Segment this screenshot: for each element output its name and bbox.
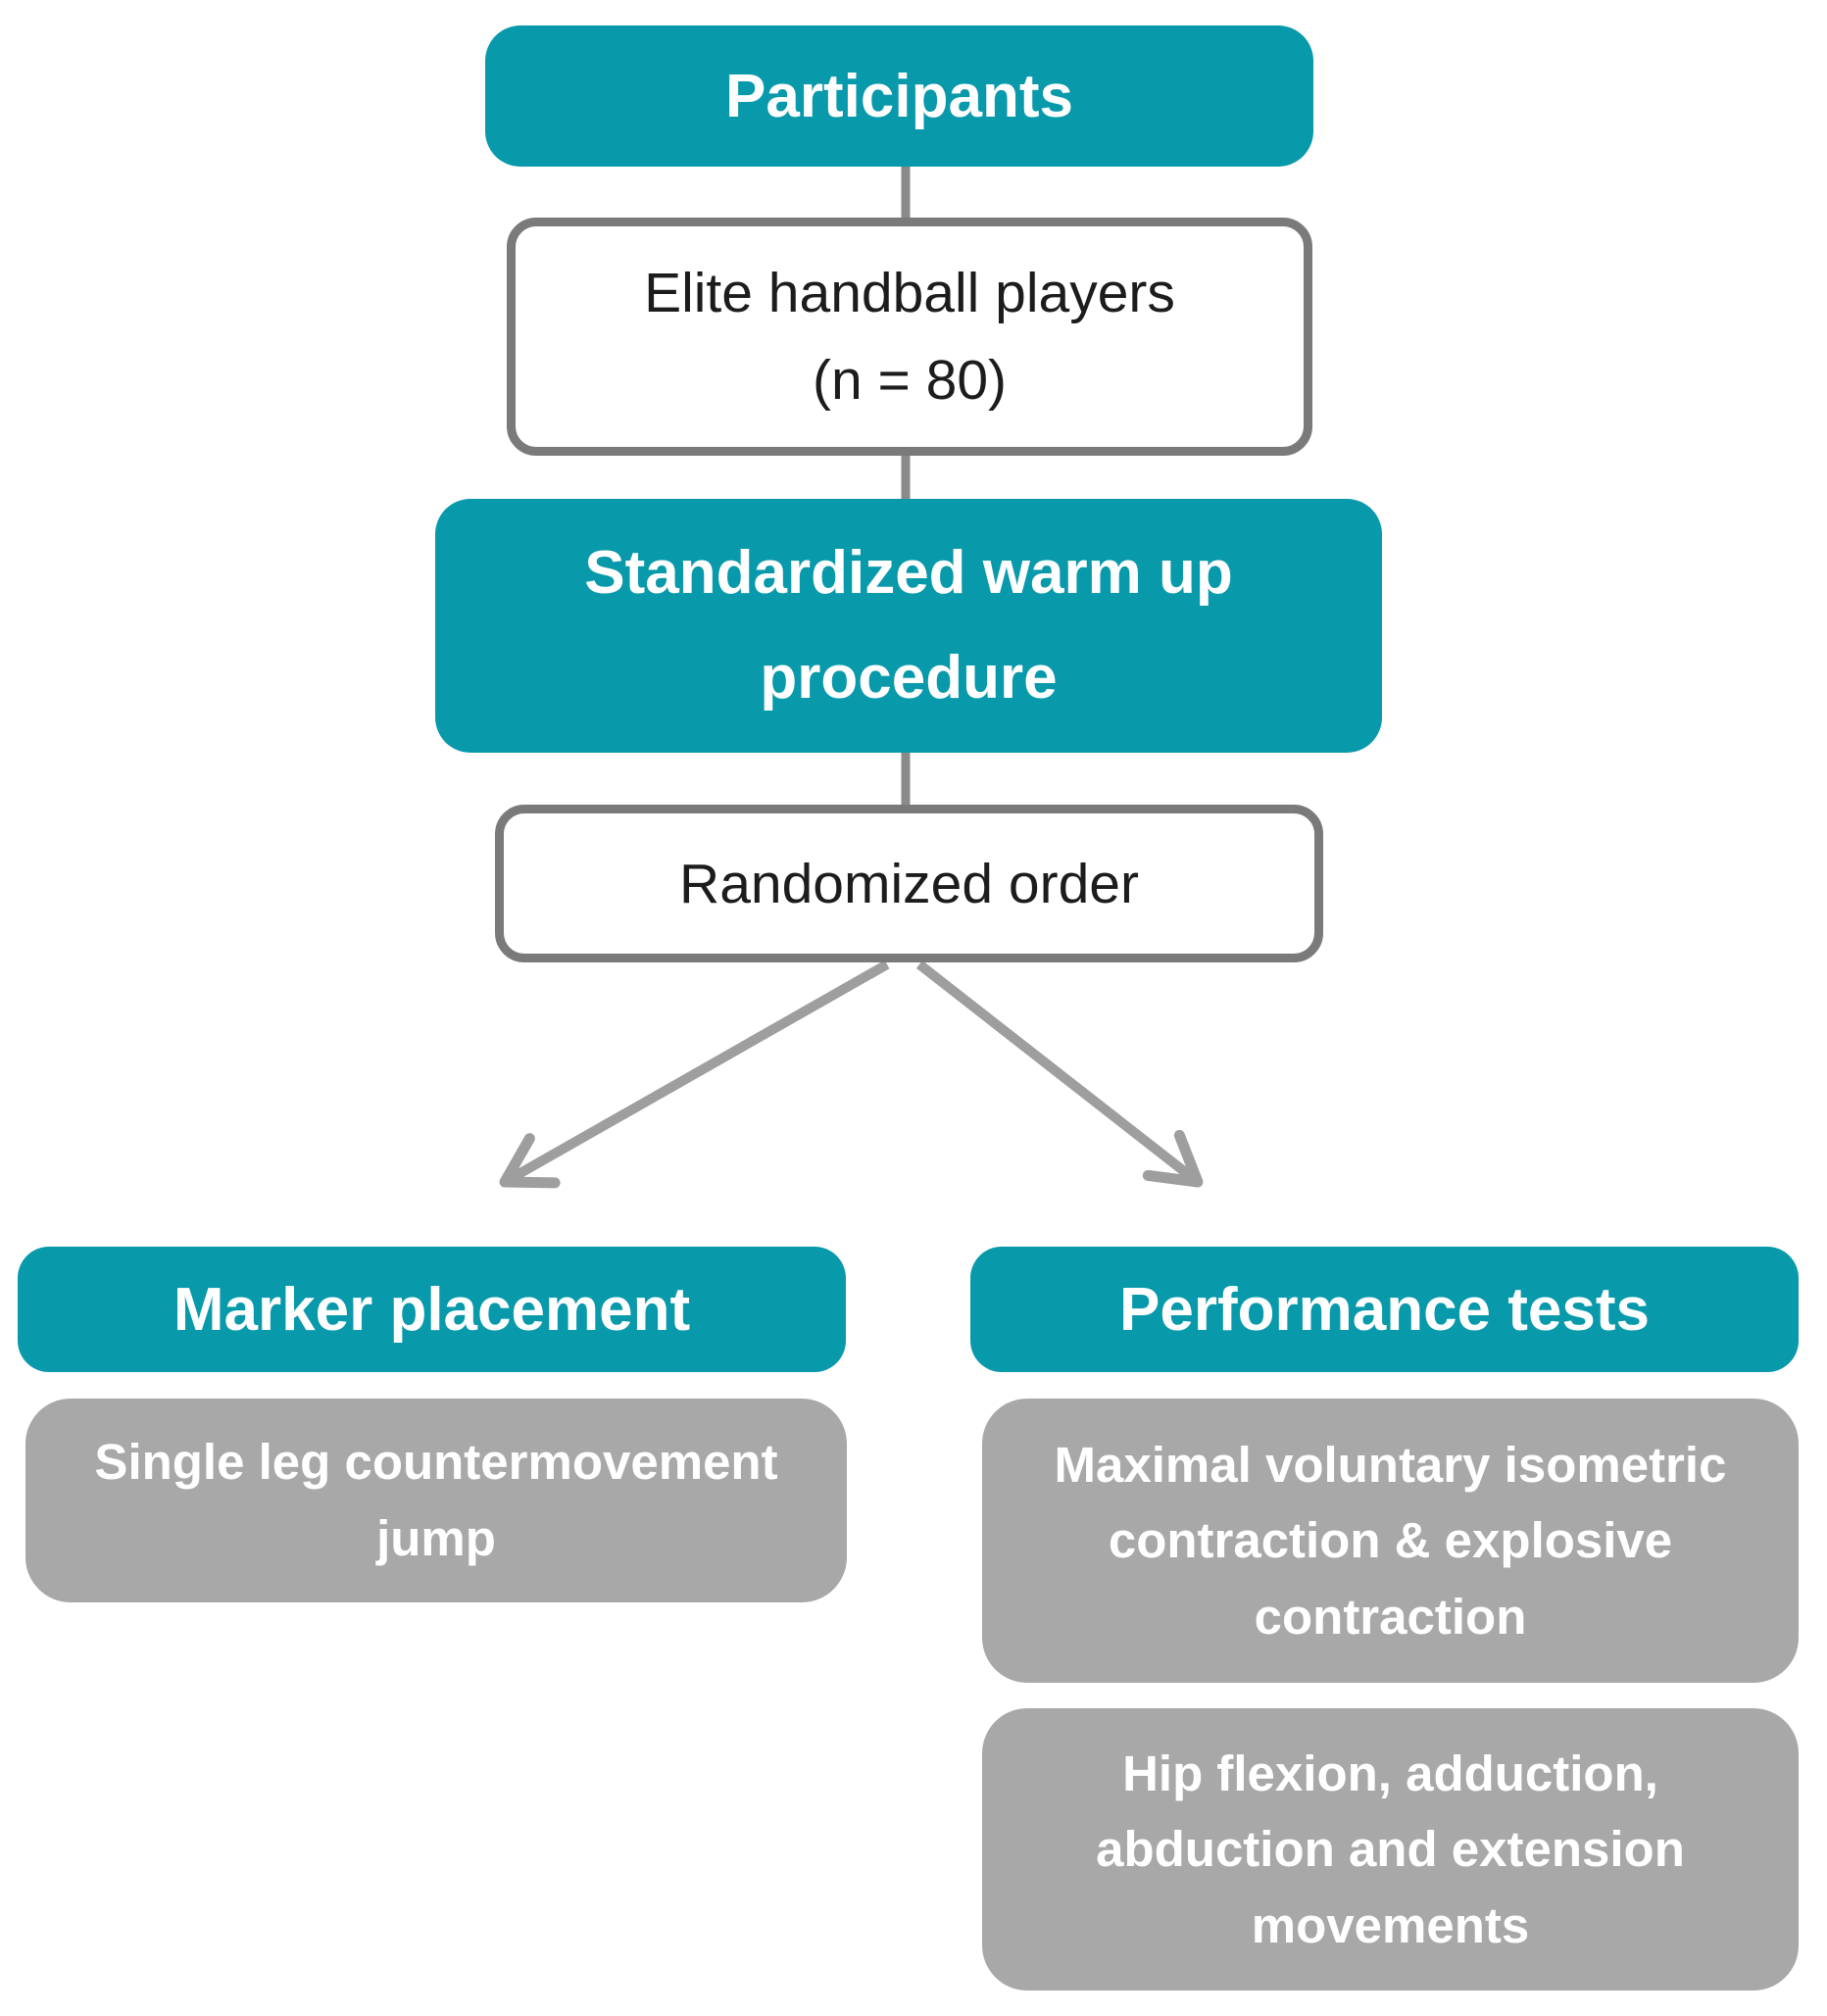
node-elite-handball-players: Elite handball players (n = 80) [507, 218, 1312, 456]
node-single-leg-countermovement-jump: Single leg countermovement jump [25, 1399, 847, 1602]
node-hip-movements-label: Hip flexion, adduction, abduction and ex… [1096, 1745, 1685, 1953]
node-randomized-order-label: Randomized order [679, 852, 1139, 915]
node-performance-tests: Performance tests [970, 1247, 1799, 1372]
node-marker-placement-label: Marker placement [173, 1275, 691, 1344]
node-marker-placement: Marker placement [18, 1247, 846, 1372]
node-performance-tests-label: Performance tests [1118, 1275, 1651, 1344]
node-elite-handball-players-label: Elite handball players (n = 80) [644, 262, 1175, 412]
arrow-to-marker-placement [499, 959, 890, 1189]
node-hip-movements: Hip flexion, adduction, abduction and ex… [982, 1708, 1799, 1991]
node-randomized-order: Randomized order [495, 805, 1323, 962]
arrow-to-performance-tests [915, 960, 1204, 1188]
node-standardized-warmup: Standardized warm up procedure [435, 499, 1382, 753]
node-single-leg-countermovement-jump-label: Single leg countermovement jump [94, 1434, 778, 1566]
node-maximal-voluntary-isometric-contraction-label: Maximal voluntary isometric contraction … [1054, 1436, 1727, 1645]
node-participants: Participants [485, 25, 1313, 167]
node-participants-label: Participants [725, 62, 1073, 130]
node-standardized-warmup-label: Standardized warm up procedure [584, 538, 1233, 712]
node-maximal-voluntary-isometric-contraction: Maximal voluntary isometric contraction … [982, 1399, 1799, 1683]
